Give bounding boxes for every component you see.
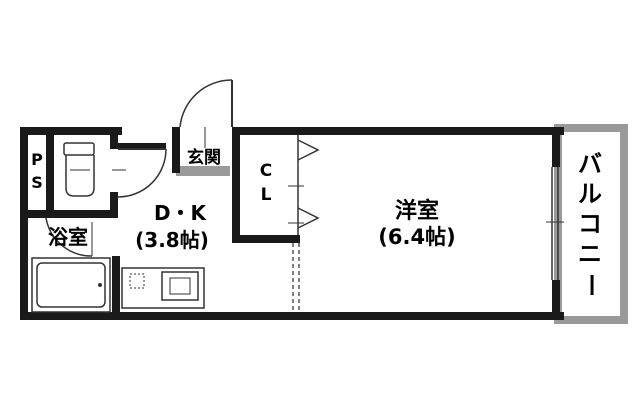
closet-door-top [297,139,320,161]
wall-above-bath [20,210,118,218]
balcony-char-5: ー [577,273,605,297]
toilet-fixture [63,142,95,197]
kitchen [121,267,205,309]
balcony-label: バ ル コ ニ ー [577,150,605,297]
ps-label-p: P [31,150,43,169]
wall-closet-bottom [232,235,298,243]
entrance-door-arc [179,79,233,128]
balcony-char-3: コ [578,210,602,238]
wall-ps-toilet [46,135,54,215]
balcony-char-2: ル [578,180,602,208]
wall-closet-left [232,135,240,243]
toilet-tank [63,142,95,156]
stove-icon [129,273,145,289]
wall-bath-right [112,256,120,320]
wall-toilet-right-stub [110,135,118,147]
toilet-door-arc [117,148,167,198]
bathtub [31,257,111,313]
bath-door-arc [45,217,93,257]
interior-walls [20,135,300,320]
genkan-step [176,166,230,176]
wall-top-left [20,127,122,135]
closet-doors[interactable] [288,135,320,235]
balcony [554,124,628,324]
genkan-post-left [172,127,180,173]
wall-divider-stub [292,235,300,243]
wall-bottom [20,312,564,320]
genkan-label: 玄関 [187,147,221,168]
closet-door-bottom [297,207,320,229]
bath-label: 浴室 [48,225,88,249]
bathtub-inner [36,262,106,308]
sink-outer [161,271,199,301]
balcony-char-1: バ [578,150,602,178]
wall-toilet-right-low [110,192,118,215]
wall-top-right [232,127,564,135]
ps-label-s: S [31,173,43,192]
bath-door[interactable] [45,217,93,257]
toilet-bowl [65,155,95,197]
sink-basin [169,277,191,295]
sliding-partition [292,243,300,312]
entrance-door[interactable] [179,79,233,148]
balcony-floor [562,132,620,316]
western-size-label: (6.4帖) [378,225,455,249]
wall-left [20,127,28,320]
bathtub-outer [31,257,111,313]
kitchen-counter [121,267,205,309]
balcony-char-4: ニ [578,240,602,268]
dk-name-label: D・K [154,201,208,225]
closet-label-c: C [260,161,272,181]
western-name-label: 洋室 [395,198,439,224]
toilet-door-header [110,143,166,149]
toilet-door[interactable] [112,148,167,198]
dk-size-label: (3.8帖) [135,228,209,252]
wall-right-bottom [552,280,560,320]
balcony-window[interactable] [546,167,564,280]
wall-right-top [552,127,560,167]
bathtub-drain [98,283,102,287]
closet-label-l: L [261,185,272,205]
